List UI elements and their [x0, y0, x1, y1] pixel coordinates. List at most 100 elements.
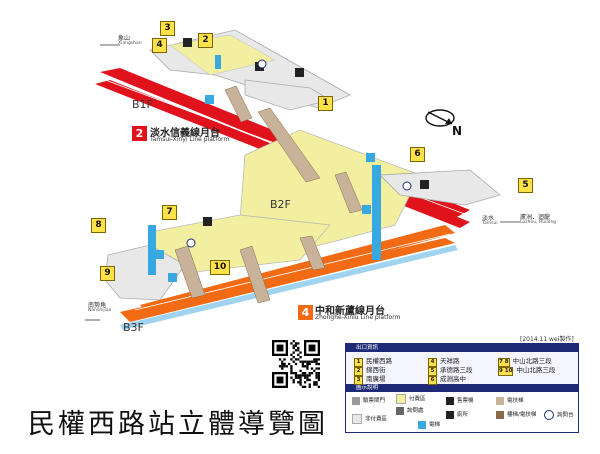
qr-module — [301, 385, 304, 388]
legend-icon-toilet: 廁所 — [446, 410, 468, 419]
qr-module — [297, 374, 300, 377]
qr-module — [313, 360, 316, 363]
qr-module — [306, 362, 309, 366]
qr-module — [290, 369, 293, 372]
qr-module — [304, 376, 307, 379]
qr-module — [315, 374, 318, 377]
nonpaid-icon — [352, 414, 362, 424]
ticket-icon — [396, 394, 406, 404]
qr-module — [294, 342, 298, 345]
toilet-icon — [203, 217, 212, 226]
qr-module — [288, 362, 291, 366]
toilet-icon — [446, 410, 454, 419]
qr-module — [292, 346, 295, 350]
qr-module — [290, 358, 293, 361]
exit-badge-10: 10 — [210, 260, 230, 275]
qr-module — [317, 367, 320, 370]
ticket-machine-icon — [446, 396, 454, 405]
qr-module — [306, 360, 309, 363]
qr-module — [313, 383, 316, 386]
qr-module — [297, 358, 300, 361]
qr-module — [301, 362, 304, 366]
qr-finder — [308, 344, 316, 352]
compass: N — [425, 109, 462, 138]
qr-module — [292, 378, 295, 382]
elevator-icon — [205, 95, 214, 104]
qr-module — [299, 374, 302, 377]
qr-module — [304, 374, 307, 377]
exit-badge-3: 3 — [160, 21, 175, 36]
elevator-shaft — [372, 165, 381, 260]
exit-badge-2: 2 — [198, 33, 213, 48]
qr-module — [278, 358, 282, 361]
exit-badge-1: 1 — [318, 96, 333, 111]
qr-module — [290, 376, 293, 379]
escalator — [239, 245, 271, 304]
info-icon — [402, 181, 412, 191]
qr-module — [313, 358, 316, 361]
qr-module — [297, 346, 300, 350]
qr-module — [304, 381, 307, 384]
qr-module — [315, 358, 318, 361]
qr-module — [299, 360, 302, 363]
direction-nanshijiao: 南勢角 — [88, 302, 107, 309]
qr-module — [315, 360, 318, 363]
direction-luzhou: 蘆洲．迴龍 — [520, 214, 551, 221]
qr-module — [315, 367, 318, 370]
qr-module — [290, 353, 293, 356]
qr-module — [299, 381, 302, 384]
qr-module — [283, 362, 286, 366]
qr-module — [317, 358, 320, 361]
elevator-icon — [418, 420, 426, 429]
orange-line-track — [134, 233, 451, 311]
qr-module — [308, 372, 311, 375]
qr-module — [294, 344, 298, 347]
platform-number-red: 2 — [132, 126, 147, 141]
platform-label-red: 淡水信義線月台 — [150, 128, 220, 139]
qr-module — [301, 372, 304, 375]
qr-module — [283, 365, 286, 368]
escalator-icon — [496, 396, 504, 405]
elevator-shaft — [215, 55, 221, 69]
qr-module — [297, 353, 300, 356]
qr-module — [292, 360, 295, 363]
escalator — [257, 107, 321, 183]
qr-module — [297, 349, 300, 352]
qr-module — [281, 360, 284, 363]
qr-module — [306, 378, 309, 382]
map-title: 民權西路站立體導覽圖 — [28, 409, 328, 440]
qr-module — [292, 344, 295, 347]
qr-module — [315, 376, 318, 379]
qr-module — [297, 376, 300, 379]
qr-module — [294, 372, 298, 375]
platform-number-orange: 4 — [298, 305, 313, 320]
qr-module — [301, 365, 304, 368]
qr-module — [306, 376, 309, 379]
qr-module — [294, 362, 298, 366]
qr-code[interactable] — [272, 340, 320, 388]
qr-module — [304, 365, 307, 368]
qr-module — [292, 381, 295, 384]
qr-module — [317, 378, 320, 382]
qr-module — [306, 367, 309, 370]
toilet-icon — [295, 68, 304, 77]
elevator-icon — [155, 250, 164, 259]
qr-module — [315, 362, 318, 366]
qr-module — [313, 369, 316, 372]
legend-exits-header: 出口資訊 — [346, 344, 578, 352]
orange-line-platform-band — [120, 238, 455, 322]
direction-xiangshan: 象山 — [118, 35, 131, 42]
qr-module — [301, 360, 304, 363]
qr-module — [315, 381, 318, 384]
qr-module — [299, 369, 302, 372]
exit-badge-8: 8 — [91, 218, 106, 233]
qr-module — [290, 365, 293, 368]
qr-module — [315, 383, 318, 386]
qr-module — [290, 342, 293, 345]
direction-nanshijiao-en: Nanshijiao — [88, 308, 112, 313]
